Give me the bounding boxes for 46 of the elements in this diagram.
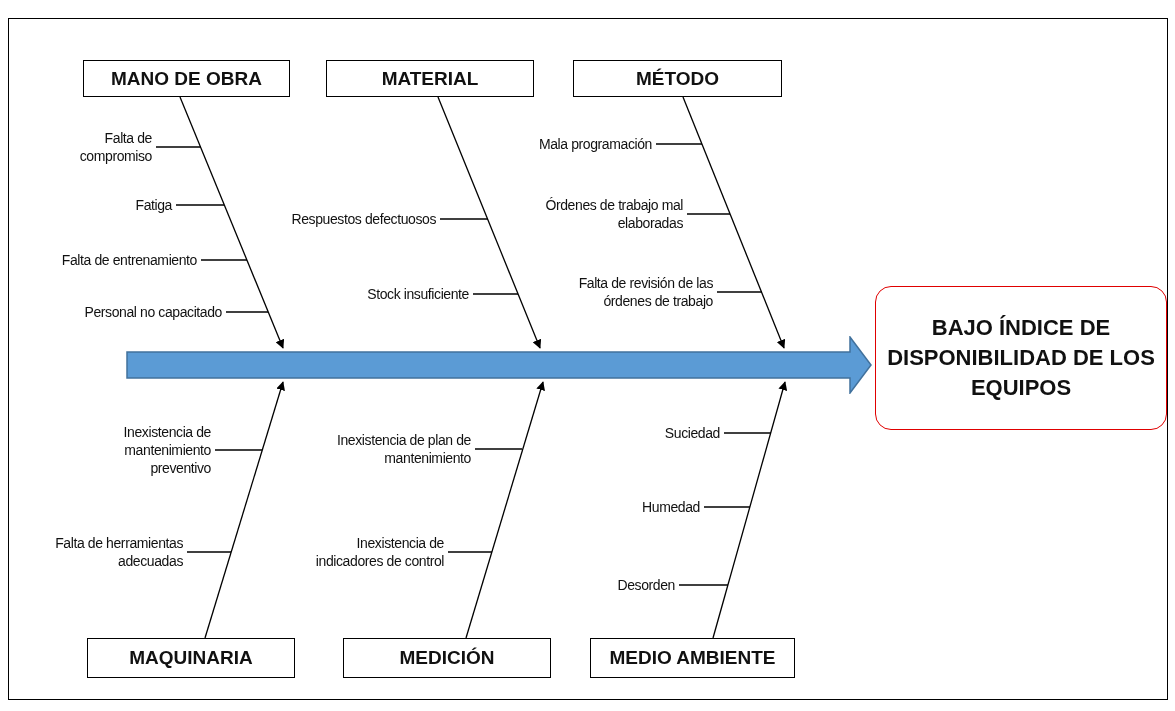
cause-label: Falta de entrenamiento: [27, 251, 197, 269]
cause-label: Fatiga: [112, 196, 172, 214]
branch-line: [678, 584, 729, 586]
arrow: [179, 96, 285, 349]
branch-line: [472, 293, 519, 295]
branch-line: [655, 143, 703, 145]
arrow: [204, 381, 285, 639]
category-box: MATERIAL: [326, 60, 534, 97]
cause-label: Inexistencia de indicadores de control: [299, 534, 444, 570]
category-box: MÉTODO: [573, 60, 782, 97]
cause-label: Falta de compromiso: [62, 129, 152, 165]
branch-line: [686, 213, 731, 215]
branch-line: [214, 449, 263, 451]
branch-line: [155, 146, 202, 148]
cause-label: Suciedad: [630, 424, 720, 442]
cause-label: Humedad: [610, 498, 700, 516]
spine-arrow: [126, 336, 872, 394]
category-box: MANO DE OBRA: [83, 60, 290, 97]
branch-line: [186, 551, 232, 553]
cause-label: Desorden: [585, 576, 675, 594]
arrow: [465, 381, 545, 639]
effect-box: BAJO ÍNDICE DE DISPONIBILIDAD DE LOS EQUIPOS: [875, 286, 1167, 430]
branch-line: [175, 204, 225, 206]
cause-label: Stock insuficiente: [329, 285, 469, 303]
cause-label: Falta de herramientas adecuadas: [28, 534, 183, 570]
cause-label: Mala programación: [512, 135, 652, 153]
cause-label: Inexistencia de mantenimiento preventivo: [101, 423, 211, 477]
cause-label: Órdenes de trabajo mal elaboradas: [543, 196, 683, 232]
branch-line: [439, 218, 489, 220]
category-box: MEDIO AMBIENTE: [590, 638, 795, 678]
branch-line: [225, 311, 269, 313]
cause-label: Respuestos defectuosos: [256, 210, 436, 228]
cause-label: Falta de revisión de las órdenes de trabajo: [573, 274, 713, 310]
arrow: [437, 96, 542, 349]
branch-line: [723, 432, 772, 434]
category-box: MAQUINARIA: [87, 638, 295, 678]
branch-line: [716, 291, 763, 293]
cause-label: Personal no capacitado: [42, 303, 222, 321]
category-box: MEDICIÓN: [343, 638, 551, 678]
arrow: [682, 96, 786, 349]
branch-line: [447, 551, 493, 553]
arrow: [712, 381, 788, 639]
branch-line: [474, 448, 523, 450]
cause-label: Inexistencia de plan de mantenimiento: [306, 431, 471, 467]
branch-line: [200, 259, 248, 261]
branch-line: [703, 506, 751, 508]
